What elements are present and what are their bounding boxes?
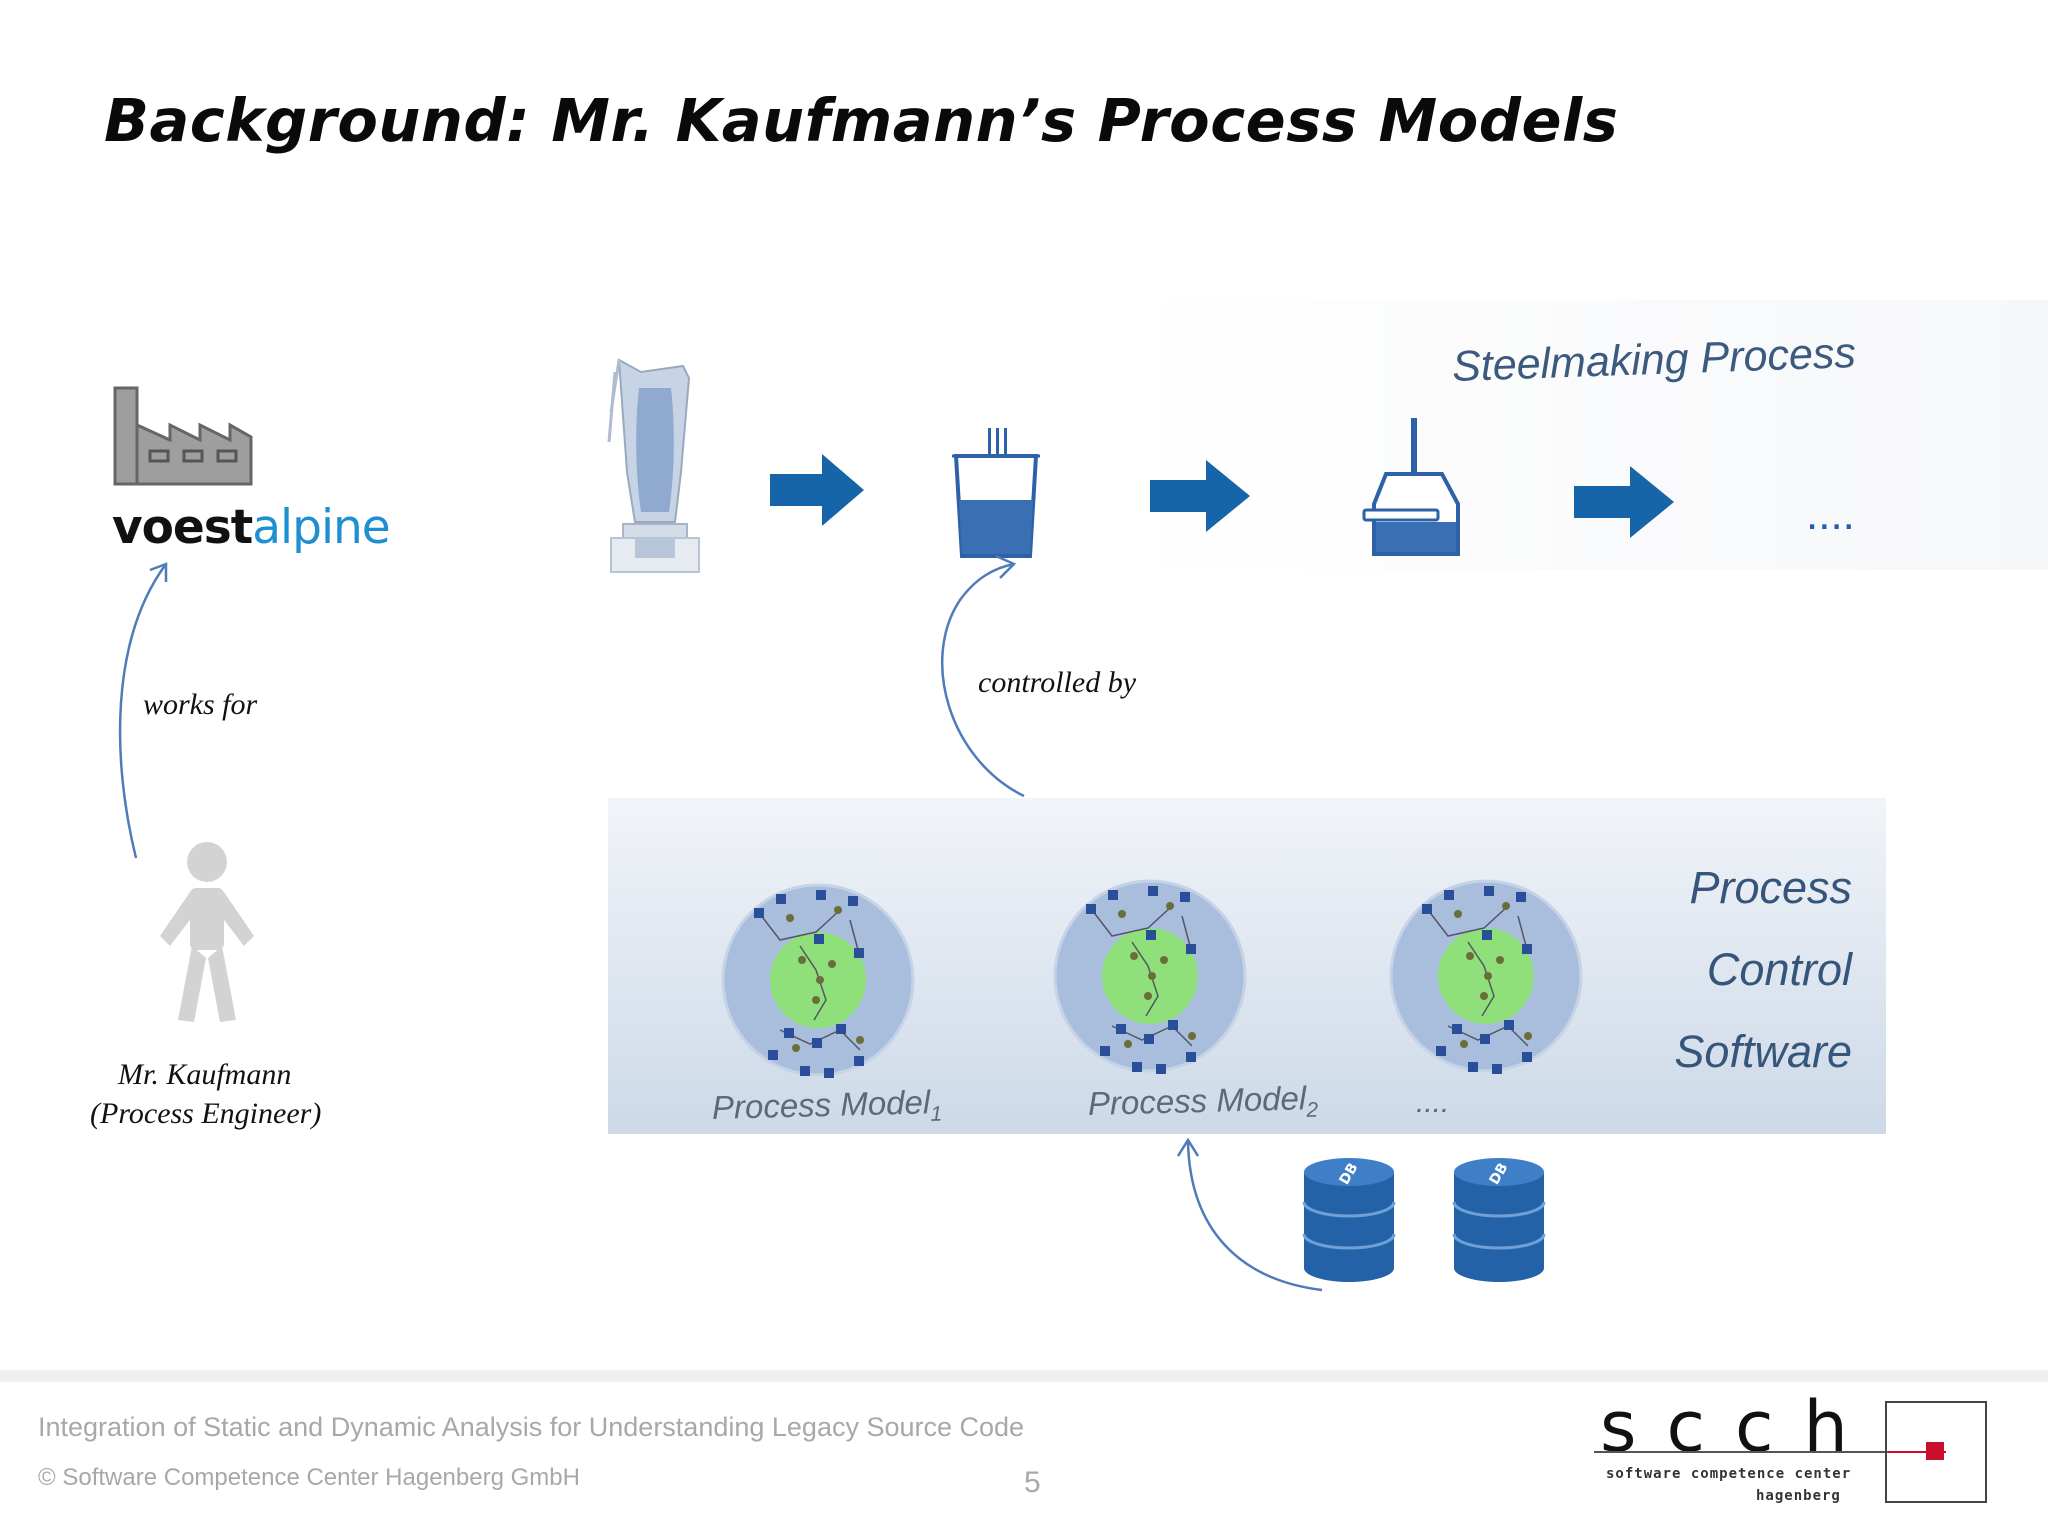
process-arrow-2 [1150, 460, 1250, 532]
process-models-ellipsis: .... [1416, 1086, 1450, 1119]
footer-separator [0, 1370, 2048, 1382]
scch-logo-subtitle-2: hagenberg [1756, 1488, 1841, 1504]
person-name: Mr. Kaufmann [118, 1058, 292, 1091]
person-role: (Process Engineer) [90, 1097, 322, 1130]
scch-logo-graphic [1594, 1401, 1987, 1503]
pcs-label-line3: Software [1674, 1026, 1852, 1077]
voestalpine-logo-part1: voest [112, 500, 253, 555]
converter-icon [1362, 418, 1460, 556]
database-icon-1: DB [1302, 1158, 1396, 1282]
page-number: 5 [1024, 1466, 1041, 1499]
controlled-by-label: controlled by [978, 666, 1137, 699]
slide-title: Background: Mr. Kaufmann’s Process Model… [104, 86, 1619, 155]
voestalpine-logo: voestalpine [112, 500, 391, 555]
footer-copyright: © Software Competence Center Hagenberg G… [38, 1464, 580, 1491]
scch-logo-text: scch [1600, 1386, 1878, 1468]
ladle-icon [952, 428, 1040, 558]
factory-icon [113, 386, 253, 486]
database-icon-2: DB [1452, 1158, 1546, 1282]
works-for-label: works for [143, 688, 258, 721]
person-icon [160, 842, 254, 1022]
process-arrow-1 [770, 454, 864, 526]
process-model-icon-3 [1389, 879, 1583, 1074]
blast-furnace-icon [607, 358, 700, 573]
process-model-icon-1 [721, 883, 915, 1078]
process-arrow-3 [1574, 466, 1674, 538]
pcs-label-line2: Control [1706, 944, 1852, 995]
pcs-label-line1: Process [1689, 862, 1852, 913]
voestalpine-logo-part2: alpine [252, 500, 390, 555]
process-model-icon-2 [1053, 879, 1247, 1074]
footer-presentation-title: Integration of Static and Dynamic Analys… [38, 1412, 1025, 1442]
steelmaking-ellipsis: .... [1806, 490, 1855, 539]
scch-logo-subtitle-1: software competence center [1606, 1466, 1852, 1482]
